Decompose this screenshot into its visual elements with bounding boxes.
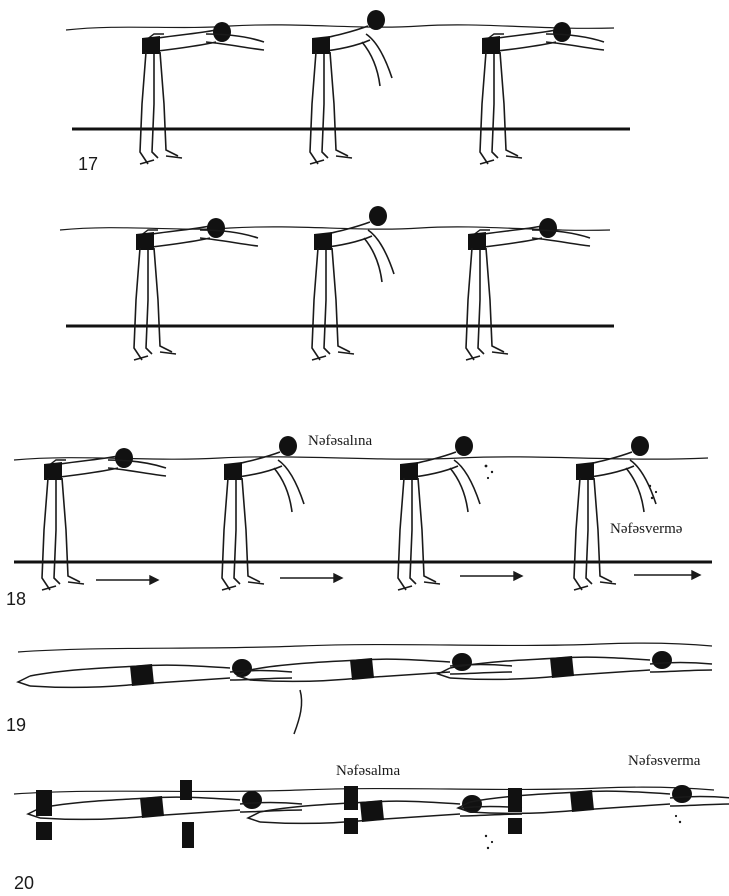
inhale-label: Nəfəsalma (336, 764, 400, 779)
swimmer-standing (222, 436, 304, 590)
figure-18-illustration (14, 436, 712, 590)
swimmer-horizontal (28, 791, 302, 819)
swimmer-horizontal (248, 795, 522, 823)
inhale-label: Nəfəsalına (308, 434, 372, 449)
figure-19-illustration (18, 643, 712, 734)
water-line (66, 25, 614, 30)
figure-number-18: 18 (6, 590, 26, 608)
swimmer-horizontal (238, 653, 512, 681)
exhale-label: Nəfəsvermə (610, 522, 682, 537)
figure-number-17: 17 (78, 155, 98, 173)
figure-number-20: 20 (14, 874, 34, 892)
swimmer-standing (140, 22, 264, 164)
swimmer-standing (134, 218, 258, 360)
figure-number-19: 19 (6, 716, 26, 734)
breath-bubbles (485, 465, 658, 500)
exhale-label: Nəfəsverma (628, 754, 700, 769)
water-line (18, 643, 712, 652)
swimmer-standing (480, 22, 604, 164)
swimmer-standing (466, 218, 590, 360)
swimmer-standing (42, 448, 166, 590)
swimmer-standing (310, 10, 392, 164)
figure-20-illustration (14, 780, 729, 849)
swimmer-horizontal (18, 659, 292, 687)
figure-17-illustration (60, 10, 630, 360)
water-line (14, 787, 714, 794)
